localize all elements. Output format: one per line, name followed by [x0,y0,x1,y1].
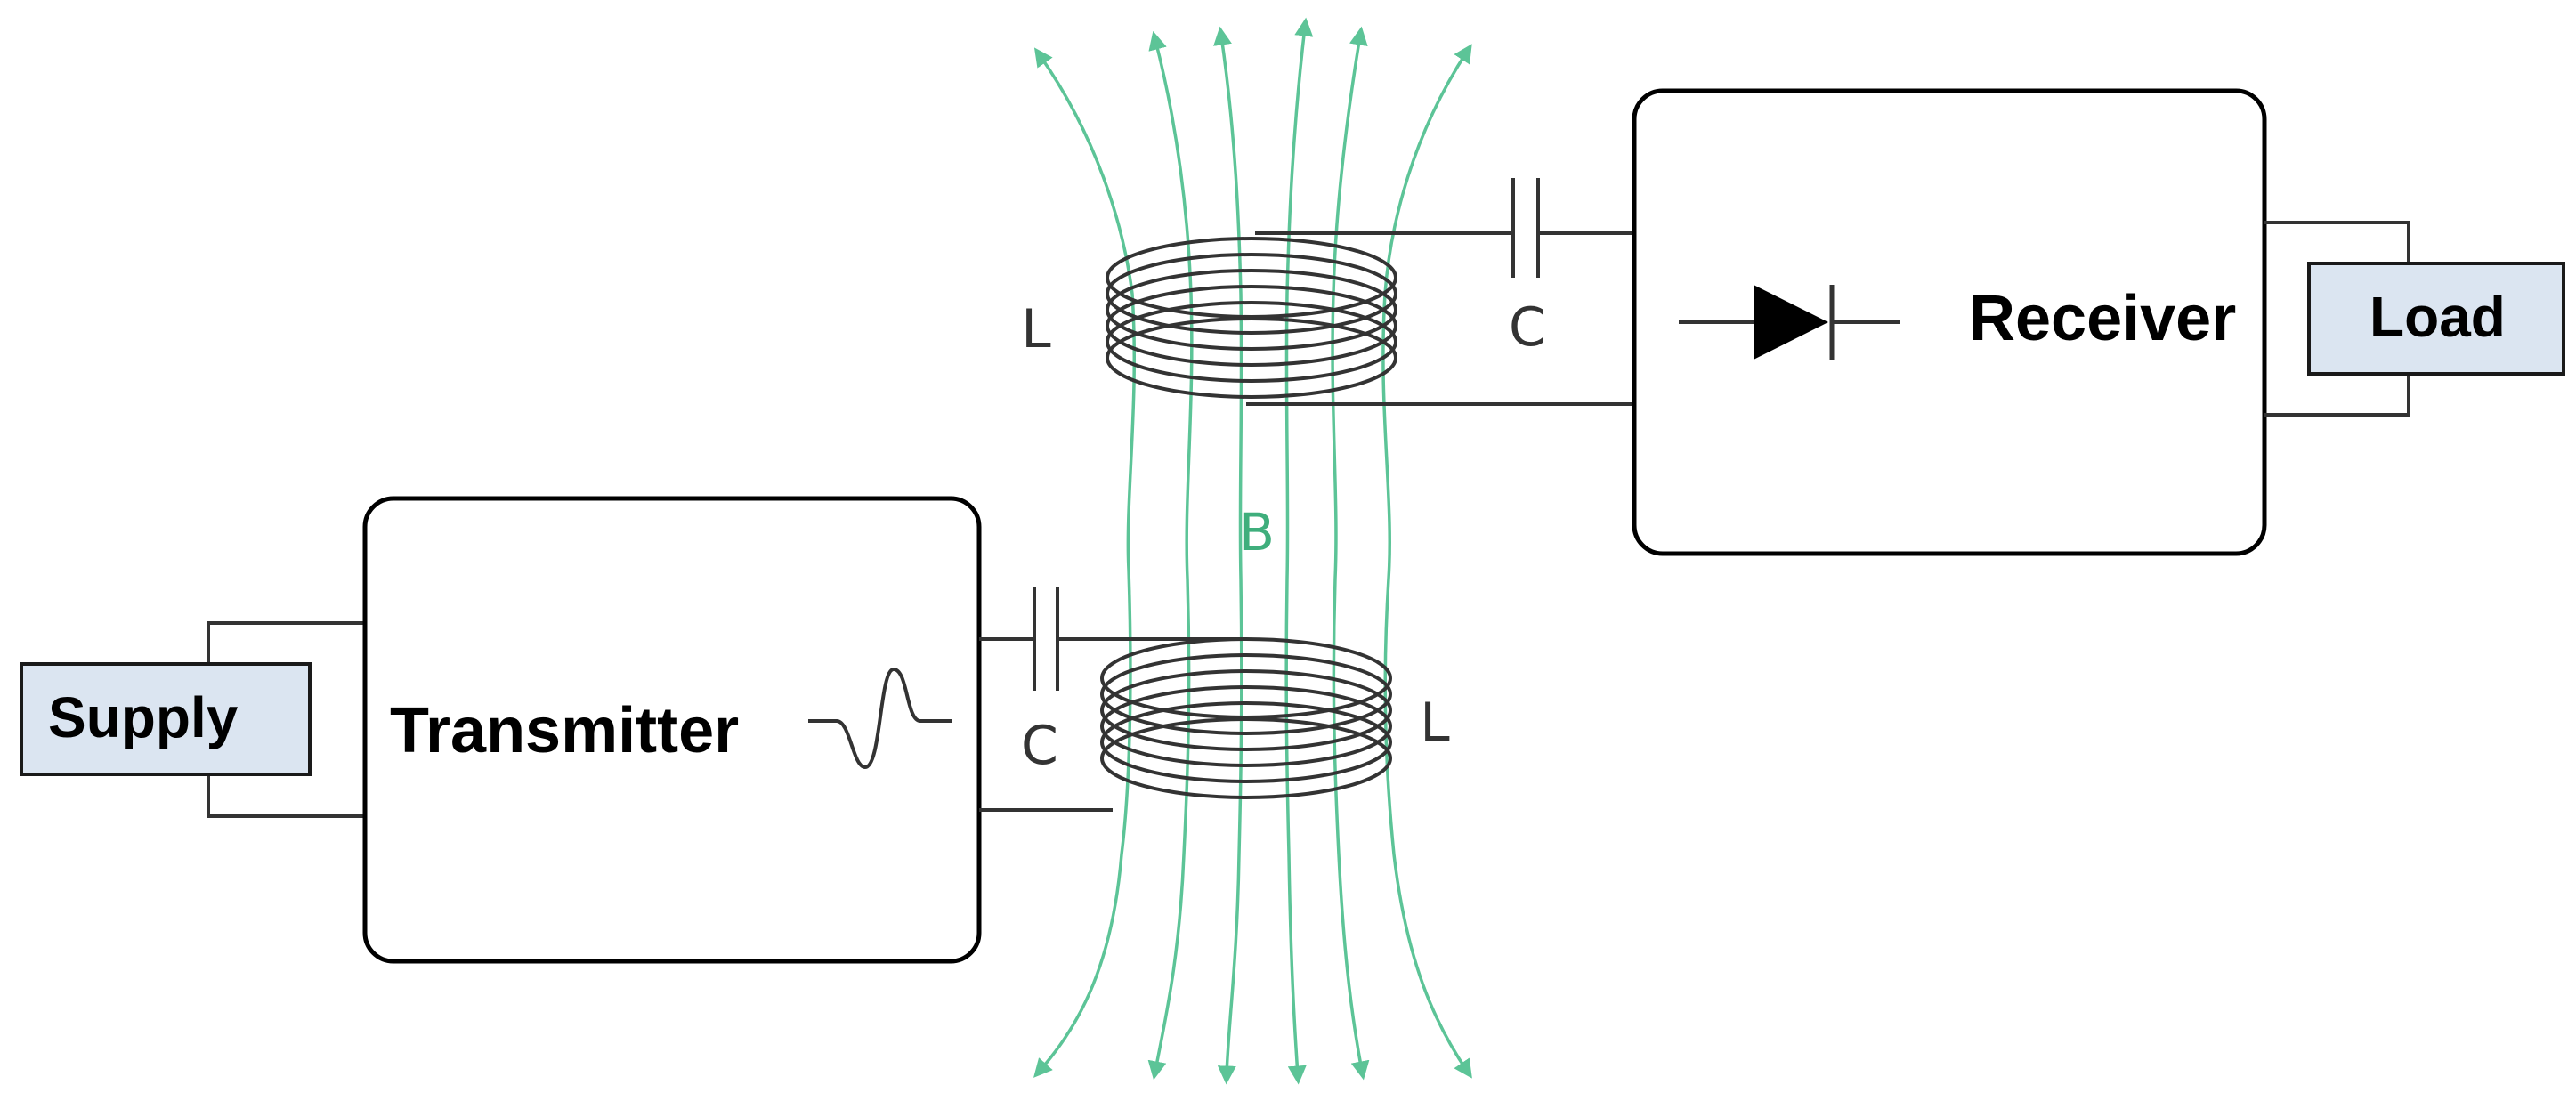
rx-inductor-label: L [1021,298,1051,360]
field-line [1381,44,1472,1079]
receiver-box [1632,88,2267,556]
load-wire [2264,374,2410,417]
field-line [1213,26,1243,1085]
supply-terminal [20,662,312,776]
tx-inductor-coil [1100,637,1392,799]
load-wire [2264,221,2410,263]
load-terminal [2307,262,2565,376]
field-line [1284,17,1314,1085]
field-line [1033,47,1137,1078]
receiver-label: Receiver [1969,283,2236,354]
field-line [1331,26,1370,1081]
tx-capacitor-label: C [1021,715,1058,777]
load-label: Load [2369,285,2506,349]
tx-inductor-label: L [1420,692,1450,754]
field-line [1147,30,1194,1081]
diode-icon [1679,285,1900,360]
rx-capacitor-label: C [1509,296,1546,359]
transmitter-box [362,496,982,964]
rx-inductor-coil [1106,237,1397,399]
field-label: B [1239,502,1275,563]
sine-pulse-icon [808,667,952,770]
transmitter-label: Transmitter [390,695,739,766]
magnetic-field-lines [1033,17,1472,1085]
supply-wire [207,621,365,664]
supply-wire [207,767,365,818]
supply-label: Supply [48,685,239,749]
